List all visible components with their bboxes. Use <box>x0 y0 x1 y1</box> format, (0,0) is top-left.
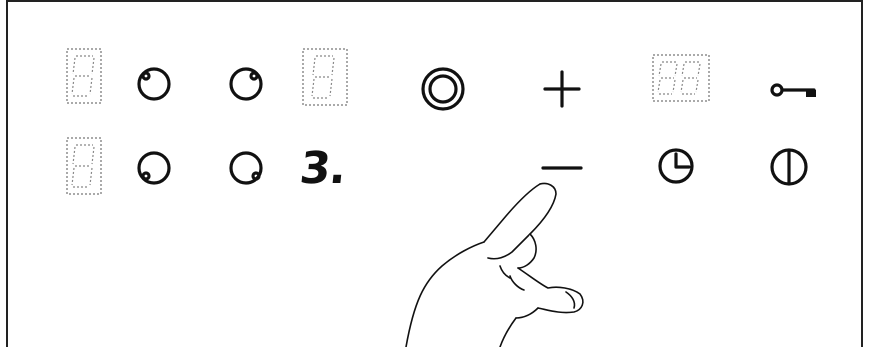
minus-icon[interactable] <box>541 163 583 173</box>
zone-front-right-icon[interactable] <box>228 150 266 186</box>
pointing-hand-icon <box>380 180 620 347</box>
zone-level-readout: 3. <box>298 147 348 191</box>
zone-front-left-icon[interactable] <box>136 150 172 186</box>
zone-rear-right-icon[interactable] <box>228 66 264 102</box>
dual-zone-icon[interactable] <box>419 65 467 113</box>
clock-icon[interactable] <box>656 146 696 186</box>
power-icon[interactable] <box>768 146 810 188</box>
zone-display-rear-left <box>66 48 102 104</box>
plus-icon[interactable] <box>541 68 583 110</box>
key-lock-icon[interactable] <box>768 80 820 100</box>
zone-rear-left-icon[interactable] <box>136 66 172 102</box>
zone-display-rear-right <box>302 48 348 106</box>
zone-display-front-left <box>66 137 102 195</box>
timer-display-icon <box>652 54 710 102</box>
